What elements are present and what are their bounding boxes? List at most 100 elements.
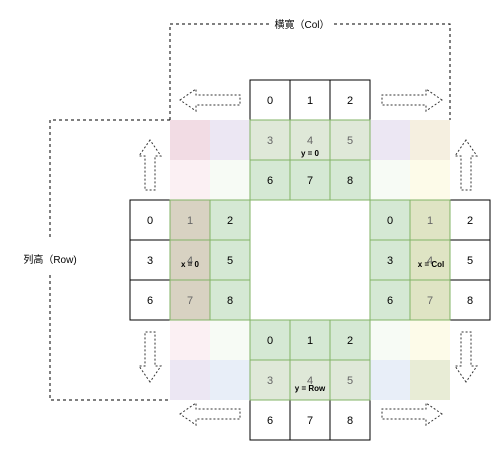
overlay-cell-label: 1	[427, 215, 433, 227]
grid-cell-label: 0	[267, 95, 273, 107]
overlay-cell	[329, 359, 371, 401]
arrow-down-icon	[454, 331, 478, 383]
overlay-cell-label: 7	[187, 295, 193, 307]
overlay-cell-label: 4	[427, 255, 433, 267]
bg-cell	[170, 120, 210, 160]
bg-cell	[410, 120, 450, 160]
overlay-cell-label: 8	[347, 175, 353, 187]
bg-cell	[210, 320, 250, 360]
bg-cell	[370, 320, 410, 360]
label-y-zero: y = 0	[301, 149, 320, 158]
bg-cell	[370, 120, 410, 160]
overlay-cell	[169, 239, 211, 281]
arrow-down-icon	[138, 331, 162, 383]
overlay-cell	[289, 319, 331, 361]
row-bracket	[49, 119, 170, 401]
overlay-cell	[209, 199, 251, 241]
arrow-left-icon	[179, 88, 241, 112]
grid-cell	[449, 199, 491, 241]
overlay-cell-label: 4	[307, 375, 313, 387]
overlay-cell-label: 4	[307, 135, 313, 147]
overlay-cell-label: 3	[267, 135, 273, 147]
bg-cell	[410, 360, 450, 400]
overlay-cell-label: 5	[347, 135, 353, 147]
overlay-cell	[249, 359, 291, 401]
left-grid: 0 3 6	[129, 199, 251, 321]
grid-cell	[249, 399, 291, 441]
grid-cell-label: 1	[307, 95, 313, 107]
overlay-cell	[249, 159, 291, 201]
overlay-cell-label: 4	[187, 255, 193, 267]
label-x-zero: x = 0	[181, 260, 200, 269]
bg-cell	[210, 360, 250, 400]
grid-cell	[449, 239, 491, 281]
bg-cell	[170, 160, 210, 200]
overlay-cell-label: 2	[227, 215, 233, 227]
row-title: 列高（Row)	[23, 253, 76, 266]
grid-cell	[329, 399, 371, 441]
green-bottom-strip: 0 1 2 3 4 5	[249, 319, 371, 401]
overlay-cell	[329, 319, 371, 361]
bg-cell	[410, 320, 450, 360]
grid-cell	[449, 279, 491, 321]
overlay-cell-label: 7	[427, 295, 433, 307]
overlay-cell-label: 7	[307, 175, 313, 187]
grid-cell-label: 7	[307, 415, 313, 427]
arrow-left-icon	[179, 402, 241, 426]
overlay-cell-label: 5	[347, 375, 353, 387]
grid-cell-label: 0	[147, 215, 153, 227]
overlay-cell	[289, 359, 331, 401]
overlay-cell-label: 1	[307, 335, 313, 347]
arrow-right-icon	[381, 88, 443, 112]
grid-cell-label: 8	[467, 295, 473, 307]
bg-cell	[170, 360, 210, 400]
grid-cell-label: 6	[147, 295, 153, 307]
grid-cell	[129, 199, 171, 241]
overlay-cell	[169, 279, 211, 321]
overlay-cell-label: 5	[227, 255, 233, 267]
grid-cell-label: 2	[467, 215, 473, 227]
overlay-cell-label: 1	[187, 215, 193, 227]
grid-cell	[249, 79, 291, 121]
grid-cell-label: 5	[467, 255, 473, 267]
green-right-strip: 0 3 6 1 4 7	[369, 199, 451, 321]
overlay-cell-label: 2	[347, 335, 353, 347]
bg-cell	[210, 160, 250, 200]
arrow-up-icon	[138, 139, 162, 191]
grid-cell-label: 8	[347, 415, 353, 427]
overlay-cell	[329, 159, 371, 201]
bg-cell	[370, 160, 410, 200]
background-cells	[170, 120, 450, 400]
bg-cell	[210, 120, 250, 160]
overlay-cell-label: 3	[267, 375, 273, 387]
overlay-cell	[369, 279, 411, 321]
overlay-cell-label: 6	[387, 295, 393, 307]
grid-cell	[289, 399, 331, 441]
label-y-row: y = Row	[295, 384, 326, 393]
overlay-cell-label: 0	[387, 215, 393, 227]
overlay-cell-label: 0	[267, 335, 273, 347]
grid-cell-label: 2	[347, 95, 353, 107]
col-title: 横寛（Col）	[274, 18, 329, 31]
green-top-strip: 3 4 5 6 7 8	[249, 119, 371, 201]
overlay-cell	[409, 239, 451, 281]
col-bracket	[169, 23, 451, 120]
overlay-cell	[409, 279, 451, 321]
arrow-right-icon	[381, 402, 443, 426]
bg-cell	[370, 360, 410, 400]
overlay-cell-label: 6	[267, 175, 273, 187]
grid-cell-label: 3	[147, 255, 153, 267]
grid-cell	[129, 239, 171, 281]
green-left-strip: 1 4 7 2 5 8	[169, 199, 251, 321]
overlay-cell-label: 3	[387, 255, 393, 267]
overlay-cell-label: 8	[227, 295, 233, 307]
label-x-col: x = Col	[418, 260, 444, 269]
bg-cell	[410, 160, 450, 200]
grid-cell	[329, 79, 371, 121]
overlay-cell	[329, 119, 371, 161]
row-title-bg	[20, 250, 80, 268]
grid-cell-label: 6	[267, 415, 273, 427]
overlay-cell	[209, 239, 251, 281]
